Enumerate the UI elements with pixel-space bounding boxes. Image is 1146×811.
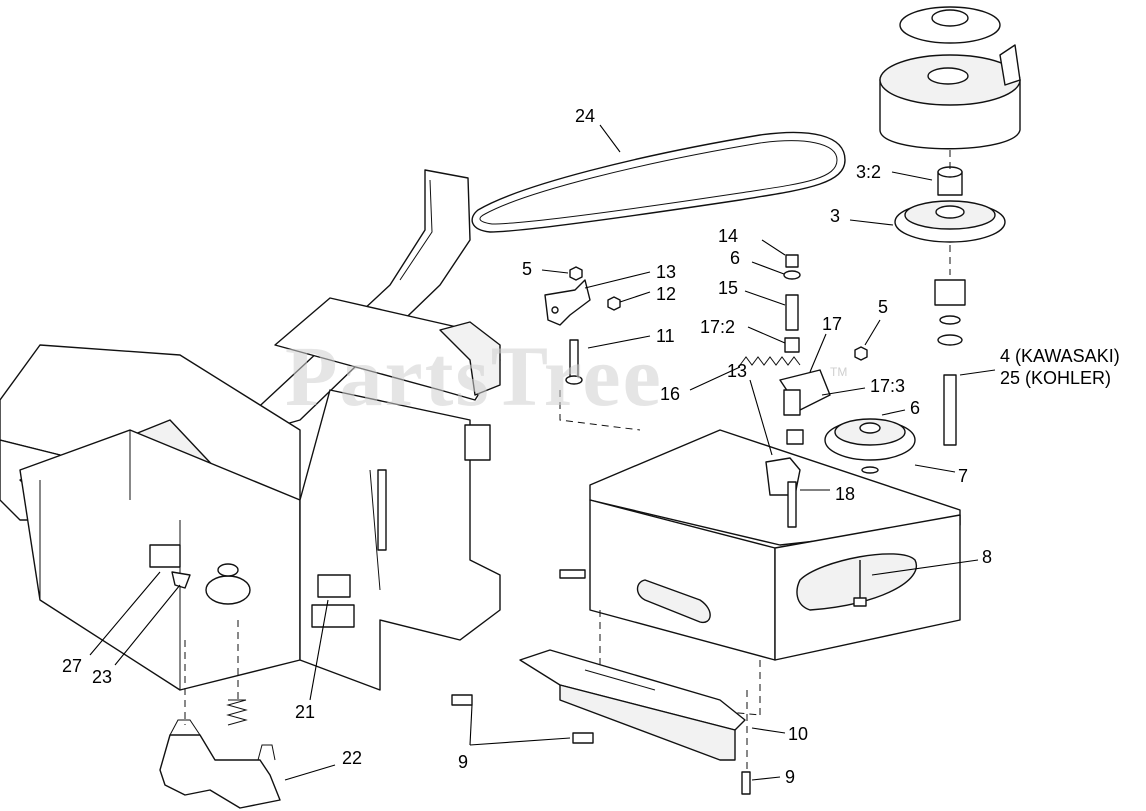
callout-25-kohler: 25 (KOHLER)	[1000, 368, 1111, 388]
callout-22: 22	[342, 748, 362, 768]
callout-8: 8	[982, 547, 992, 567]
callout-7: 7	[958, 466, 968, 486]
left-frame-assembly	[0, 169, 501, 809]
callout-3: 3	[830, 206, 840, 226]
callout-9-left: 9	[458, 752, 468, 772]
watermark-tm: TM	[830, 365, 847, 379]
callout-10: 10	[788, 724, 808, 744]
callout-13-lower: 13	[727, 361, 747, 381]
callout-15: 15	[718, 278, 738, 298]
callout-5-left: 5	[522, 259, 532, 279]
callout-13-upper: 13	[656, 262, 676, 282]
watermark-text: PartsTree	[285, 328, 663, 424]
callout-11: 11	[656, 326, 675, 346]
callout-17-2: 17:2	[700, 317, 735, 337]
callout-labels: 24 14 6 5 13 12 15 11 17:2 17 5 16 13 17…	[62, 106, 1120, 787]
drive-belt	[471, 131, 846, 233]
callout-6-lower: 6	[910, 398, 920, 418]
leader-lines	[89, 124, 996, 781]
callout-12: 12	[656, 284, 676, 304]
callout-23: 23	[92, 667, 112, 687]
idler-components	[544, 254, 916, 528]
callout-17-3: 17:3	[870, 376, 905, 396]
callout-9-right: 9	[785, 767, 795, 787]
callout-16: 16	[660, 384, 680, 404]
callout-5-right: 5	[878, 297, 888, 317]
callout-6-upper: 6	[730, 248, 740, 268]
callout-21: 21	[295, 702, 315, 722]
bracket-10	[451, 649, 751, 795]
callout-24: 24	[575, 106, 595, 126]
callout-3-2: 3:2	[856, 162, 881, 182]
callout-18: 18	[835, 484, 855, 504]
callout-27: 27	[62, 656, 82, 676]
callout-14: 14	[718, 226, 738, 246]
callout-17: 17	[822, 314, 842, 334]
pto-clutch-stack	[879, 6, 1021, 446]
callout-4-kawasaki: 4 (KAWASAKI)	[1000, 346, 1120, 366]
